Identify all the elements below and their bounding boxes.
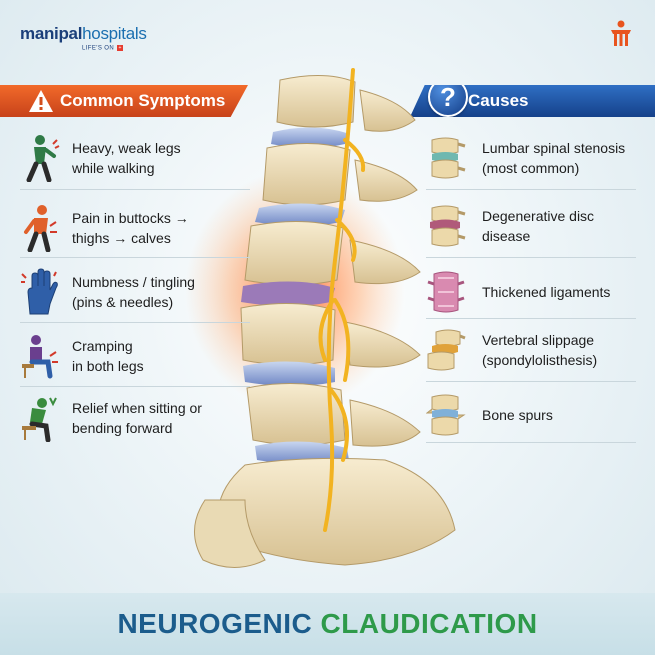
divider xyxy=(426,381,636,382)
brand-name: manipalhospitals xyxy=(20,24,147,44)
symptom-line1: Numbness / tingling xyxy=(72,274,195,290)
vertebra-stenosis-icon xyxy=(431,137,466,179)
symptom-line2: in both legs xyxy=(72,358,144,374)
back-pain-person-icon xyxy=(24,205,57,252)
cause-item: Lumbar spinal stenosis (most common) xyxy=(426,128,641,188)
vertebra-slippage-icon xyxy=(427,329,466,371)
vertebra-disc-icon xyxy=(430,205,466,247)
cause-text: Vertebral slippage (spondylolisthesis) xyxy=(482,330,597,370)
cause-line1: Vertebral slippage xyxy=(482,332,595,348)
warning-icon xyxy=(29,90,53,112)
brand-logo: manipalhospitals LIFE'S ON + xyxy=(20,24,147,52)
cause-item: Vertebral slippage (spondylolisthesis) xyxy=(426,320,641,380)
walking-person-icon xyxy=(26,135,60,182)
cause-text: Degenerative disc disease xyxy=(482,206,594,246)
cause-line1: Lumbar spinal stenosis xyxy=(482,140,626,156)
symptom-item: Cramping in both legs xyxy=(20,326,250,386)
symptom-line2: while walking xyxy=(72,160,155,176)
question-icon: ? xyxy=(428,85,468,117)
divider xyxy=(426,442,636,443)
lumbar-spine-illustration xyxy=(185,68,456,568)
symptom-text: Pain in buttocks → thighs → calves xyxy=(72,208,189,248)
symptoms-header: Common Symptoms xyxy=(0,85,248,117)
symptom-text: Numbness / tingling (pins & needles) xyxy=(72,272,195,312)
cause-text: Thickened ligaments xyxy=(482,282,610,302)
symptom-line2: bending forward xyxy=(72,420,173,436)
divider xyxy=(20,322,250,323)
causes-header: ? Causes xyxy=(410,85,655,117)
divider xyxy=(426,257,636,258)
vertebrae xyxy=(194,74,456,568)
symptom-line1: Pain in buttocks → xyxy=(72,210,189,226)
symptom-item: Relief when sitting or bending forward xyxy=(20,388,250,448)
tingling-hand-icon xyxy=(21,268,58,315)
symptom-text: Relief when sitting or bending forward xyxy=(72,398,202,438)
cause-item: Bone spurs xyxy=(426,385,641,445)
cause-item: Thickened ligaments xyxy=(426,262,641,322)
symptom-line2: (pins & needles) xyxy=(72,294,174,310)
brand-tagline-text: LIFE'S ON xyxy=(82,45,115,52)
cause-line1: Thickened ligaments xyxy=(482,284,611,300)
brand-name-light: hospitals xyxy=(82,24,147,43)
symptom-line2: thighs → calves xyxy=(72,230,171,246)
symptoms-title: Common Symptoms xyxy=(60,91,226,110)
title-word-2: CLAUDICATION xyxy=(320,608,538,639)
cause-item: Degenerative disc disease xyxy=(426,196,641,256)
divider xyxy=(20,386,250,387)
symptom-line1: Heavy, weak legs xyxy=(72,140,181,156)
posterior-elements xyxy=(344,89,421,447)
symptom-item: Pain in buttocks → thighs → calves xyxy=(20,198,250,258)
symptom-text: Cramping in both legs xyxy=(72,336,144,376)
symptom-line1: Cramping xyxy=(72,338,133,354)
cause-line2: (most common) xyxy=(482,160,580,176)
footer-banner: NEUROGENIC CLAUDICATION xyxy=(0,593,655,655)
symptom-item: Numbness / tingling (pins & needles) xyxy=(20,262,250,322)
cause-line1: Bone spurs xyxy=(482,407,553,423)
cause-line2: disease xyxy=(482,228,531,244)
page-title: NEUROGENIC CLAUDICATION xyxy=(117,608,537,640)
divider xyxy=(426,318,636,319)
divider xyxy=(20,257,250,258)
symptom-item: Heavy, weak legs while walking xyxy=(20,128,250,188)
title-word-1: NEUROGENIC xyxy=(117,608,313,639)
spinal-nerves xyxy=(318,68,366,532)
vertebra-ligament-icon xyxy=(427,271,465,313)
divider xyxy=(20,189,250,190)
symptom-text: Heavy, weak legs while walking xyxy=(72,138,181,178)
cause-text: Bone spurs xyxy=(482,405,553,425)
manipal-emblem-icon xyxy=(611,20,631,46)
plus-icon: + xyxy=(117,45,124,51)
cause-line2: (spondylolisthesis) xyxy=(482,352,598,368)
symptom-line1: Relief when sitting or xyxy=(72,400,202,416)
cause-text: Lumbar spinal stenosis (most common) xyxy=(482,138,625,178)
sitting-person-icon xyxy=(22,397,57,442)
causes-title: Causes xyxy=(468,91,529,110)
divider xyxy=(426,189,636,190)
cramping-person-icon xyxy=(22,335,58,379)
vertebra-spur-icon xyxy=(426,394,466,436)
brand-name-bold: manipal xyxy=(20,24,83,43)
cause-line1: Degenerative disc xyxy=(482,208,595,224)
brand-tagline: LIFE'S ON + xyxy=(82,45,147,52)
